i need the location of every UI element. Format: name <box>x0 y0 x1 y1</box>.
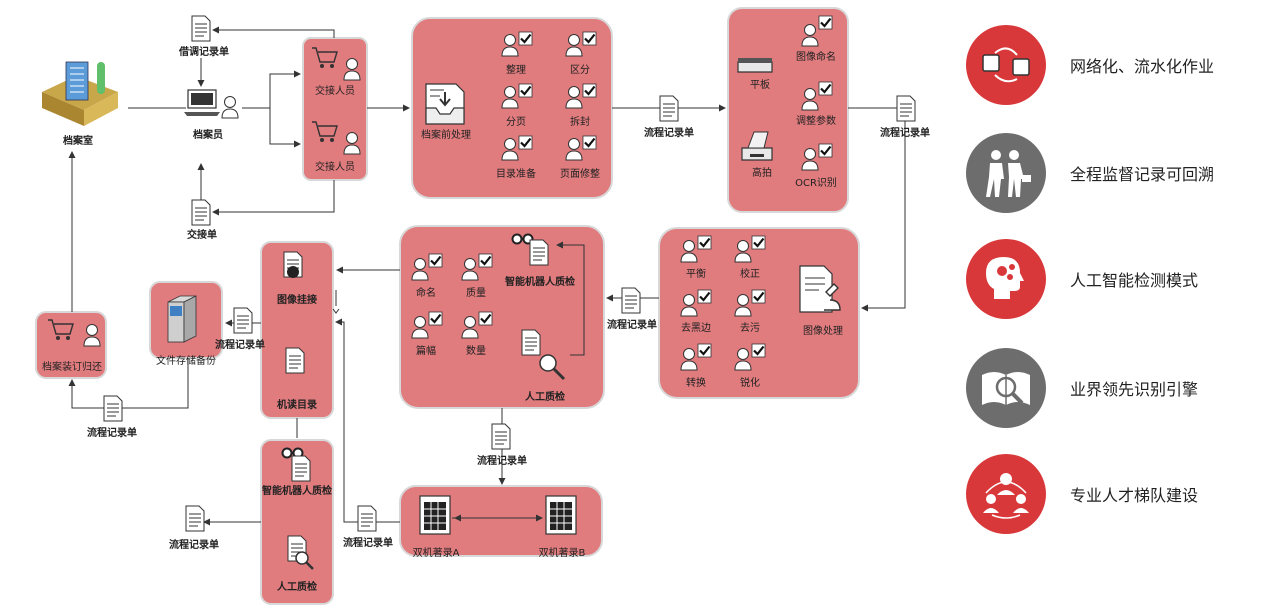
qc-task-label: 数量 <box>466 344 486 357</box>
img-task-label: 去黑边 <box>681 322 711 334</box>
network-flow-icon <box>966 25 1046 105</box>
flow-form-label: 流程记录单 <box>880 126 930 139</box>
robot-qc-doc-icon <box>291 455 311 482</box>
flow-form-label: 流程记录单 <box>477 454 527 467</box>
image-processing-label: 图像处理 <box>803 325 843 337</box>
img-task-label: 锐化 <box>740 376 760 389</box>
archive-building-icon <box>42 61 118 126</box>
high-speed-label: 高拍 <box>752 166 772 179</box>
flow-form-doc-icon <box>357 505 377 532</box>
archivist-label: 档案员 <box>192 128 223 141</box>
pre-task-label: 整理 <box>506 63 526 76</box>
flow-form-label: 流程记录单 <box>87 426 137 439</box>
feature-label: 业界领先识别引擎 <box>1070 380 1199 399</box>
robot-qc-label: 智能机器人质检 <box>505 275 575 288</box>
feature-item: 全程监督记录可回溯 <box>966 131 1256 215</box>
handover-form-doc-icon <box>191 199 211 226</box>
qc-task-label: 命名 <box>416 286 436 299</box>
feature-item: 人工智能检测模式 <box>966 237 1256 321</box>
machine-catalog-doc-icon <box>285 347 305 374</box>
supervision-icon <box>966 133 1046 213</box>
qc-task-label: 质量 <box>466 287 486 299</box>
image-mount-label: 图像挂接 <box>277 293 317 306</box>
entry-b-label: 双机著录B <box>539 546 586 559</box>
pre-task-label: 目录准备 <box>496 167 536 180</box>
flow-form-doc-icon <box>103 395 123 422</box>
pre-task-label: 分页 <box>506 116 526 128</box>
magnifier-doc-icon <box>287 535 314 570</box>
flatbed-scanner-icon <box>737 58 773 73</box>
final-robot-qc-label: 智能机器人质检 <box>262 484 332 497</box>
flow-form-doc-icon <box>491 423 511 450</box>
handover-person-2-label: 交接人员 <box>315 160 355 173</box>
pre-task-label: 页面修整 <box>560 167 600 180</box>
inbox-tray-icon <box>425 83 465 125</box>
flow-form-doc-icon <box>896 95 916 122</box>
feature-item: 业界领先识别引擎 <box>966 346 1256 430</box>
scan-task-label: 图像命名 <box>796 50 836 63</box>
entry-a-label: 双机著录A <box>413 546 460 559</box>
flatbed-label: 平板 <box>750 78 770 91</box>
feature-label: 网络化、流水化作业 <box>1070 57 1215 76</box>
flow-form-label: 流程记录单 <box>215 338 265 351</box>
human-qc-label: 人工质检 <box>525 390 565 403</box>
robot-qc-doc-icon <box>529 239 549 266</box>
scan-task-label: 调整参数 <box>796 114 836 127</box>
img-task-label: 转换 <box>686 376 706 389</box>
flow-form-label: 流程记录单 <box>169 538 219 551</box>
image-mount-doc-icon <box>283 251 303 278</box>
computer-icon <box>184 89 220 116</box>
pre-task-label: 区分 <box>570 64 590 76</box>
high-speed-scanner-icon <box>741 131 773 161</box>
feature-label: 人工智能检测模式 <box>1070 271 1199 290</box>
final-human-qc-label: 人工质检 <box>277 580 317 593</box>
archivist-person-icon <box>221 96 239 119</box>
binding-label: 档案装订归还 <box>42 360 102 373</box>
scan-task-label: OCR识别 <box>795 177 837 189</box>
handover-form-label: 交接单 <box>187 228 217 241</box>
archive-room-label: 档案室 <box>62 134 93 147</box>
qc-task-label: 篇幅 <box>416 344 436 357</box>
flow-form-doc-icon <box>621 287 641 314</box>
spreadsheet-icon <box>419 495 451 535</box>
machine-catalog-label: 机读目录 <box>277 398 317 411</box>
borrow-form-label: 借调记录单 <box>178 45 229 58</box>
feature-label: 专业人才梯队建设 <box>1070 486 1199 505</box>
microscope-doc-icon <box>799 265 841 313</box>
storage-label: 文件存储备份 <box>156 354 216 367</box>
flow-form-doc-icon <box>233 307 253 334</box>
pre-processing-label: 档案前处理 <box>421 128 471 141</box>
flow-form-doc-icon <box>659 95 679 122</box>
talent-team-icon <box>966 454 1046 534</box>
server-icon <box>167 295 197 343</box>
pre-task-label: 拆封 <box>570 115 590 128</box>
img-task-label: 平衡 <box>686 268 706 280</box>
flow-form-label: 流程记录单 <box>343 536 393 549</box>
flow-form-label: 流程记录单 <box>644 126 694 139</box>
spreadsheet-icon <box>545 495 577 535</box>
borrow-form-doc-icon <box>191 15 211 42</box>
connectors <box>68 26 906 526</box>
handover-person-1-label: 交接人员 <box>315 84 355 97</box>
feature-item: 网络化、流水化作业 <box>966 23 1256 107</box>
img-task-label: 去污 <box>740 322 760 334</box>
img-task-label: 校正 <box>740 267 760 280</box>
ai-brain-icon <box>966 239 1046 319</box>
flow-form-doc-icon <box>185 505 205 532</box>
flow-form-label: 流程记录单 <box>607 318 657 331</box>
recognition-book-icon <box>966 348 1046 428</box>
feature-label: 全程监督记录可回溯 <box>1070 165 1215 184</box>
feature-item: 专业人才梯队建设 <box>966 452 1256 536</box>
magnifier-doc-icon <box>521 329 566 381</box>
